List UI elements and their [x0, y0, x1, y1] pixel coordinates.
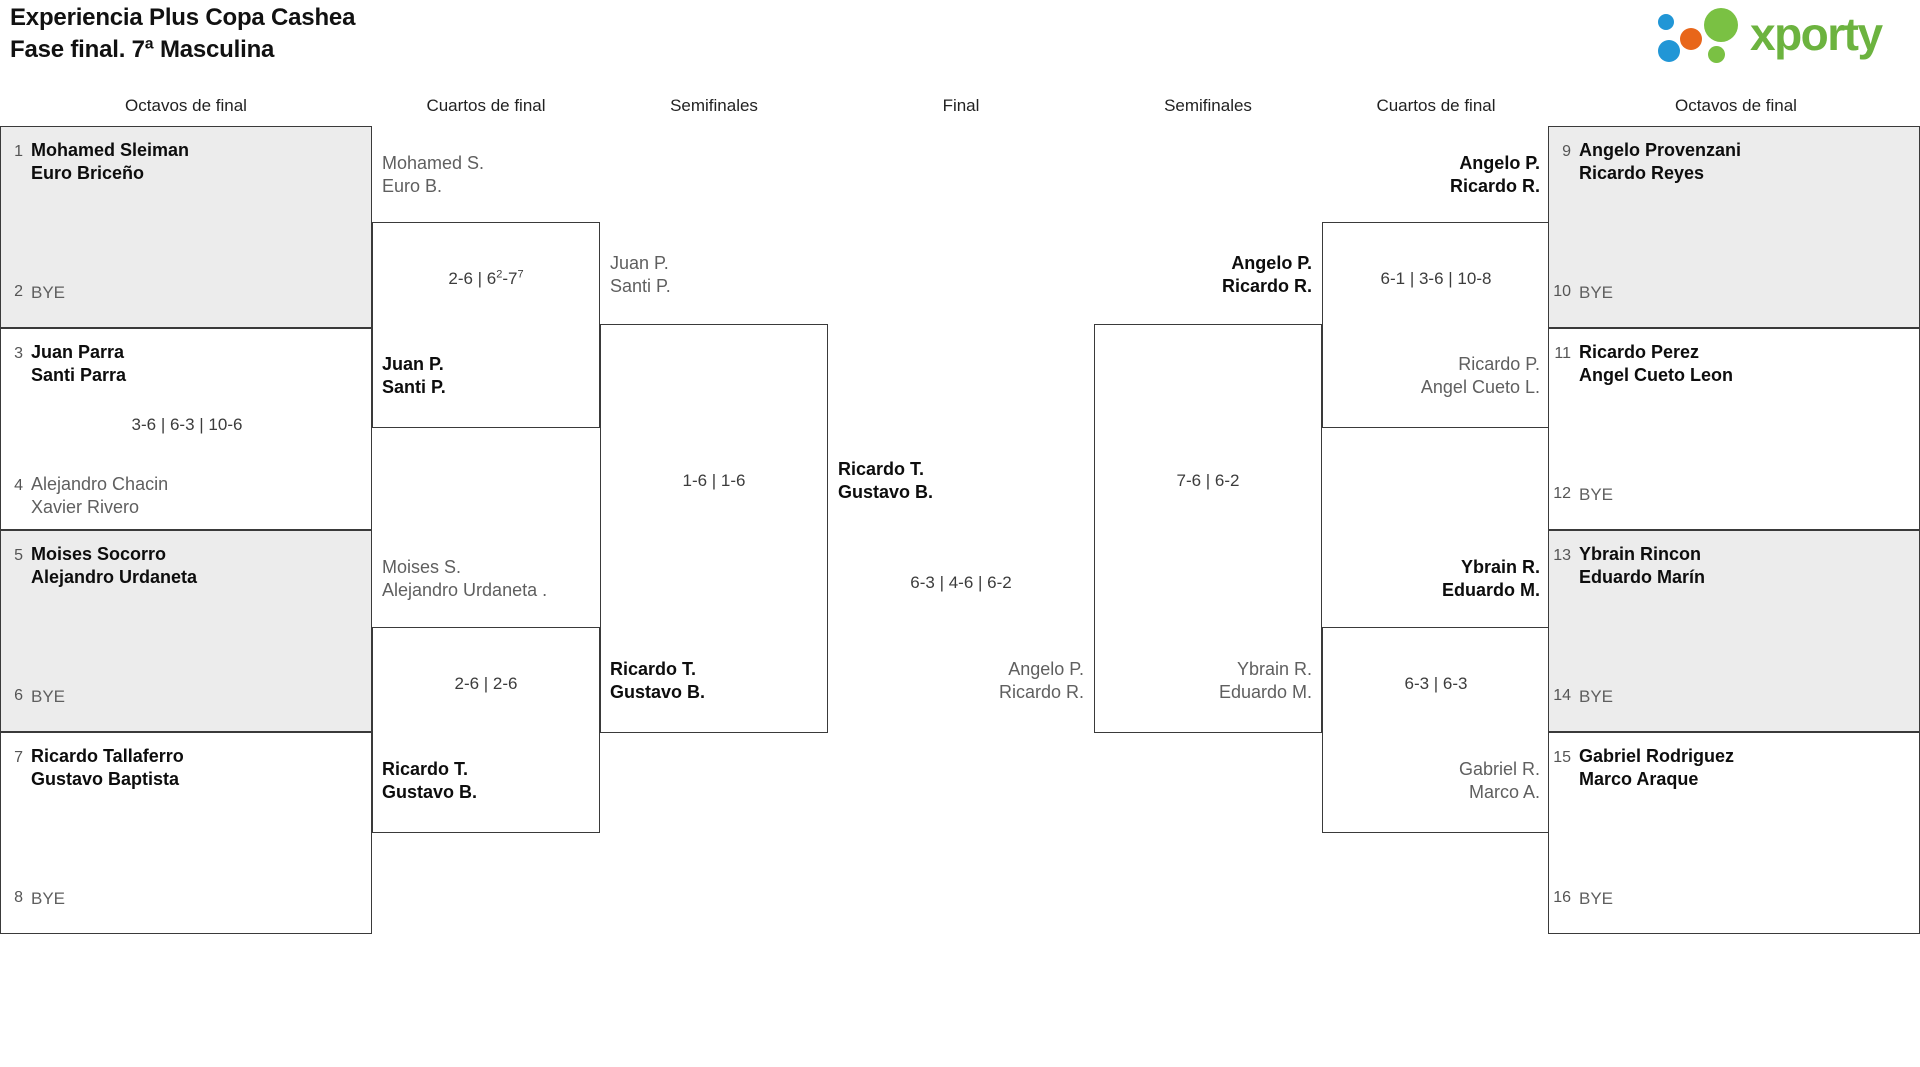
seed-number: 1	[14, 143, 23, 160]
round-label-right-semis: Semifinales	[1164, 96, 1252, 115]
seed-number: 6	[14, 687, 23, 704]
seed-number: 12	[1553, 485, 1571, 502]
cuartos-entrant-left-1[interactable]: Mohamed S.Euro B.	[382, 153, 485, 196]
seed-number: 2	[14, 283, 23, 300]
round-label-left-cuartos: Cuartos de final	[426, 96, 546, 115]
seed-number: 5	[14, 547, 23, 564]
final-score: 6-3 | 4-6 | 6-2	[910, 573, 1012, 592]
entrant-names: BYE	[31, 283, 66, 302]
cuartos-score-right-top: 6-1 | 3-6 | 10-8	[1380, 269, 1492, 288]
cuartos-entrant-left-2[interactable]: Juan P.Santi P.	[382, 354, 446, 397]
entrant-slot-seed-8[interactable]: 8 BYE	[1, 885, 371, 910]
logo-dot-orange	[1680, 28, 1702, 50]
page-title: Experiencia Plus Copa Cashea Fase final.…	[10, 2, 355, 66]
semis-entrant-right-1[interactable]: Angelo P.Ricardo R.	[1221, 253, 1312, 296]
cuartos-entrant-left-3[interactable]: Moises S.Alejandro Urdaneta .	[382, 557, 548, 600]
entrant-slot-seed-16[interactable]: 16 BYE	[1549, 885, 1919, 910]
entrant-names: BYE	[31, 687, 66, 706]
logo-dot-green-small	[1708, 46, 1725, 63]
cuartos-score-right-bottom: 6-3 | 6-3	[1404, 674, 1468, 693]
cuartos-connector-left-bottom	[372, 627, 600, 833]
entrant-slot-seed-14[interactable]: 14 BYE	[1549, 683, 1919, 708]
xporty-logo[interactable]: xporty	[1658, 6, 1908, 66]
seed-number: 8	[14, 889, 23, 906]
final-entrant-right[interactable]: Angelo P.Ricardo R.	[998, 659, 1084, 702]
semis-connector-right	[1094, 324, 1322, 733]
seed-number: 3	[14, 345, 23, 362]
semis-entrant-left-1[interactable]: Juan P.Santi P.	[610, 253, 671, 296]
logo-wordmark: xporty	[1750, 8, 1883, 60]
seed-number: 10	[1553, 283, 1571, 300]
semis-score-right: 7-6 | 6-2	[1176, 471, 1240, 490]
round-label-left-octavos: Octavos de final	[125, 96, 247, 115]
seed-number: 16	[1553, 889, 1571, 906]
cuartos-entrant-right-4[interactable]: Gabriel R.Marco A.	[1458, 759, 1540, 802]
seed-number: 15	[1553, 749, 1571, 766]
cuartos-entrant-right-2[interactable]: Ricardo P.Angel Cueto L.	[1420, 354, 1540, 397]
tournament-name: Experiencia Plus Copa Cashea	[10, 4, 356, 31]
entrant-slot-seed-6[interactable]: 6 BYE	[1, 683, 371, 708]
entrant-names: BYE	[1579, 687, 1614, 706]
round-label-right-octavos: Octavos de final	[1675, 96, 1797, 115]
entrant-names: BYE	[1579, 889, 1614, 908]
entrant-names: BYE	[1579, 283, 1614, 302]
cuartos-score-left-top: 2-6 | 62-77	[448, 268, 524, 288]
cuartos-entrant-right-3[interactable]: Ybrain R.Eduardo M.	[1442, 557, 1540, 600]
cuartos-score-left-bottom: 2-6 | 2-6	[454, 674, 518, 693]
match-score-3-4: 3-6 | 6-3 | 10-6	[131, 415, 243, 434]
seed-number: 4	[14, 477, 23, 494]
seed-number: 7	[14, 749, 23, 766]
seed-number: 14	[1553, 687, 1571, 704]
seed-number: 13	[1553, 547, 1571, 564]
cuartos-entrant-left-4[interactable]: Ricardo T.Gustavo B.	[382, 759, 478, 802]
semis-entrant-right-2[interactable]: Ybrain R.Eduardo M.	[1218, 659, 1312, 702]
seed-number: 11	[1554, 345, 1571, 362]
seed-number: 9	[1562, 143, 1571, 160]
entrant-slot-seed-12[interactable]: 12 BYE	[1549, 481, 1919, 506]
semis-entrant-left-2[interactable]: Ricardo T.Gustavo B.	[610, 659, 706, 702]
entrant-slot-seed-2[interactable]: 2 BYE	[1, 279, 371, 304]
tournament-phase: Fase final. 7ª Masculina	[10, 36, 275, 63]
round-label-final: Final	[942, 96, 980, 115]
semis-score-left: 1-6 | 1-6	[682, 471, 746, 490]
semis-connector-left	[600, 324, 828, 733]
round-label-right-cuartos: Cuartos de final	[1376, 96, 1496, 115]
logo-dot-blue-bottom	[1658, 40, 1680, 62]
entrant-slot-seed-10[interactable]: 10 BYE	[1549, 279, 1919, 304]
final-entrant-left[interactable]: Ricardo T.Gustavo B.	[838, 459, 934, 502]
cuartos-entrant-right-1[interactable]: Angelo P.Ricardo R.	[1449, 153, 1540, 196]
cuartos-connector-left-top	[372, 222, 600, 428]
entrant-names: BYE	[1579, 485, 1614, 504]
entrant-names: BYE	[31, 889, 66, 908]
round-label-left-semis: Semifinales	[670, 96, 758, 115]
logo-dot-blue-top	[1658, 14, 1674, 30]
logo-dot-green-big	[1704, 8, 1738, 42]
